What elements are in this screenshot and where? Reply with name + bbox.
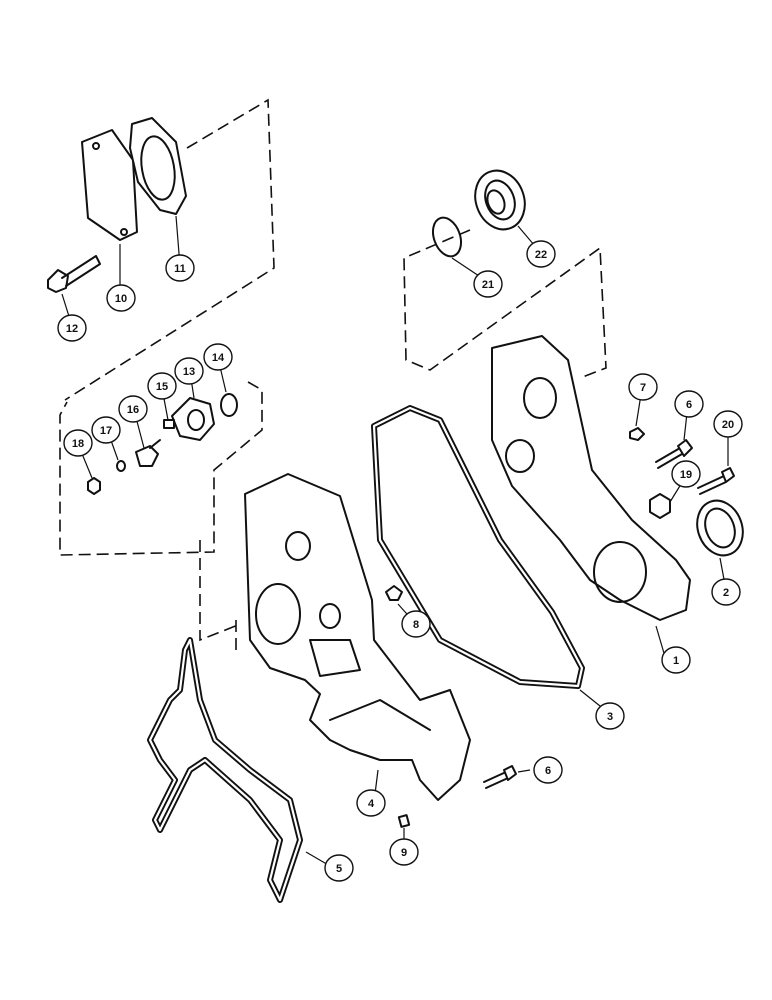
callout-6-lower-label: 6 [545, 765, 551, 777]
callout-13-label: 13 [183, 366, 195, 378]
housing-13 [171, 397, 215, 441]
callout-10-label: 10 [115, 293, 127, 305]
callout-11-label: 11 [174, 263, 186, 275]
callout-7: 7 [628, 373, 658, 401]
callout-16-label: 16 [127, 404, 139, 416]
callout-6-upper-label: 6 [686, 399, 692, 411]
callout-4: 4 [356, 789, 386, 817]
gear-cover-1 [491, 335, 691, 621]
callout-21: 21 [473, 270, 503, 298]
callout-12: 12 [57, 314, 87, 342]
dashed-group-outline-left [59, 381, 263, 556]
callout-13: 13 [174, 357, 204, 385]
callout-22-label: 22 [535, 249, 547, 261]
callout-21-label: 21 [482, 279, 494, 291]
callout-1-label: 1 [673, 655, 679, 667]
callout-8: 8 [401, 610, 431, 638]
callout-15-label: 15 [156, 381, 168, 393]
callout-6-upper: 6 [674, 390, 704, 418]
plug-15 [163, 419, 175, 429]
seal-2 [696, 499, 744, 557]
callout-11: 11 [165, 254, 195, 282]
callout-20-label: 20 [722, 419, 734, 431]
capscrew-12 [47, 255, 101, 293]
callout-7-label: 7 [640, 382, 646, 394]
o-ring-21 [431, 216, 463, 258]
callout-12-label: 12 [66, 323, 78, 335]
plate-gasket-opening [140, 135, 176, 201]
callout-1: 1 [661, 646, 691, 674]
ring-14 [220, 393, 238, 417]
nut-19 [649, 493, 671, 519]
callout-5: 5 [324, 854, 354, 882]
nut-18 [87, 477, 101, 495]
cover-plate [81, 129, 138, 241]
callout-9-label: 9 [401, 847, 407, 859]
dowel-9 [397, 814, 411, 828]
callout-9: 9 [389, 838, 419, 866]
dashed-group-outline-top [64, 98, 275, 401]
callout-22: 22 [526, 240, 556, 268]
callout-16: 16 [118, 395, 148, 423]
callout-2-label: 2 [723, 587, 729, 599]
callout-3: 3 [595, 702, 625, 730]
callout-18-label: 18 [72, 438, 84, 450]
callout-19: 19 [671, 460, 701, 488]
callout-2: 2 [711, 578, 741, 606]
callout-15: 15 [147, 372, 177, 400]
callout-17-label: 17 [100, 425, 112, 437]
crankcase-gasket-5 [147, 637, 303, 903]
callout-14-label: 14 [212, 352, 225, 364]
callout-8-label: 8 [413, 619, 419, 631]
callout-14: 14 [203, 343, 233, 371]
fitting-16 [135, 439, 161, 467]
callout-3-label: 3 [607, 711, 613, 723]
capscrew-20 [697, 467, 735, 495]
cover-plate-hole [92, 142, 100, 150]
callout-17: 17 [91, 416, 121, 444]
washer-17 [116, 460, 126, 472]
capscrew-8 [385, 585, 403, 601]
callout-18: 18 [63, 429, 93, 457]
callout-10: 10 [106, 284, 136, 312]
capscrew-6-lower [483, 765, 517, 789]
callout-19-label: 19 [680, 469, 692, 481]
capscrew-7 [629, 427, 645, 441]
callout-4-label: 4 [368, 798, 375, 810]
callout-6-lower: 6 [533, 756, 563, 784]
cover-plate-hole [120, 228, 128, 236]
capscrew-6-upper [655, 439, 693, 469]
callout-20: 20 [713, 410, 743, 438]
oil-seal-22 [474, 169, 526, 231]
dashed-group-outline-right [403, 229, 607, 379]
callout-5-label: 5 [336, 863, 342, 875]
dashed-group-outline-lower [199, 540, 239, 650]
front-housing-4 [244, 473, 471, 801]
